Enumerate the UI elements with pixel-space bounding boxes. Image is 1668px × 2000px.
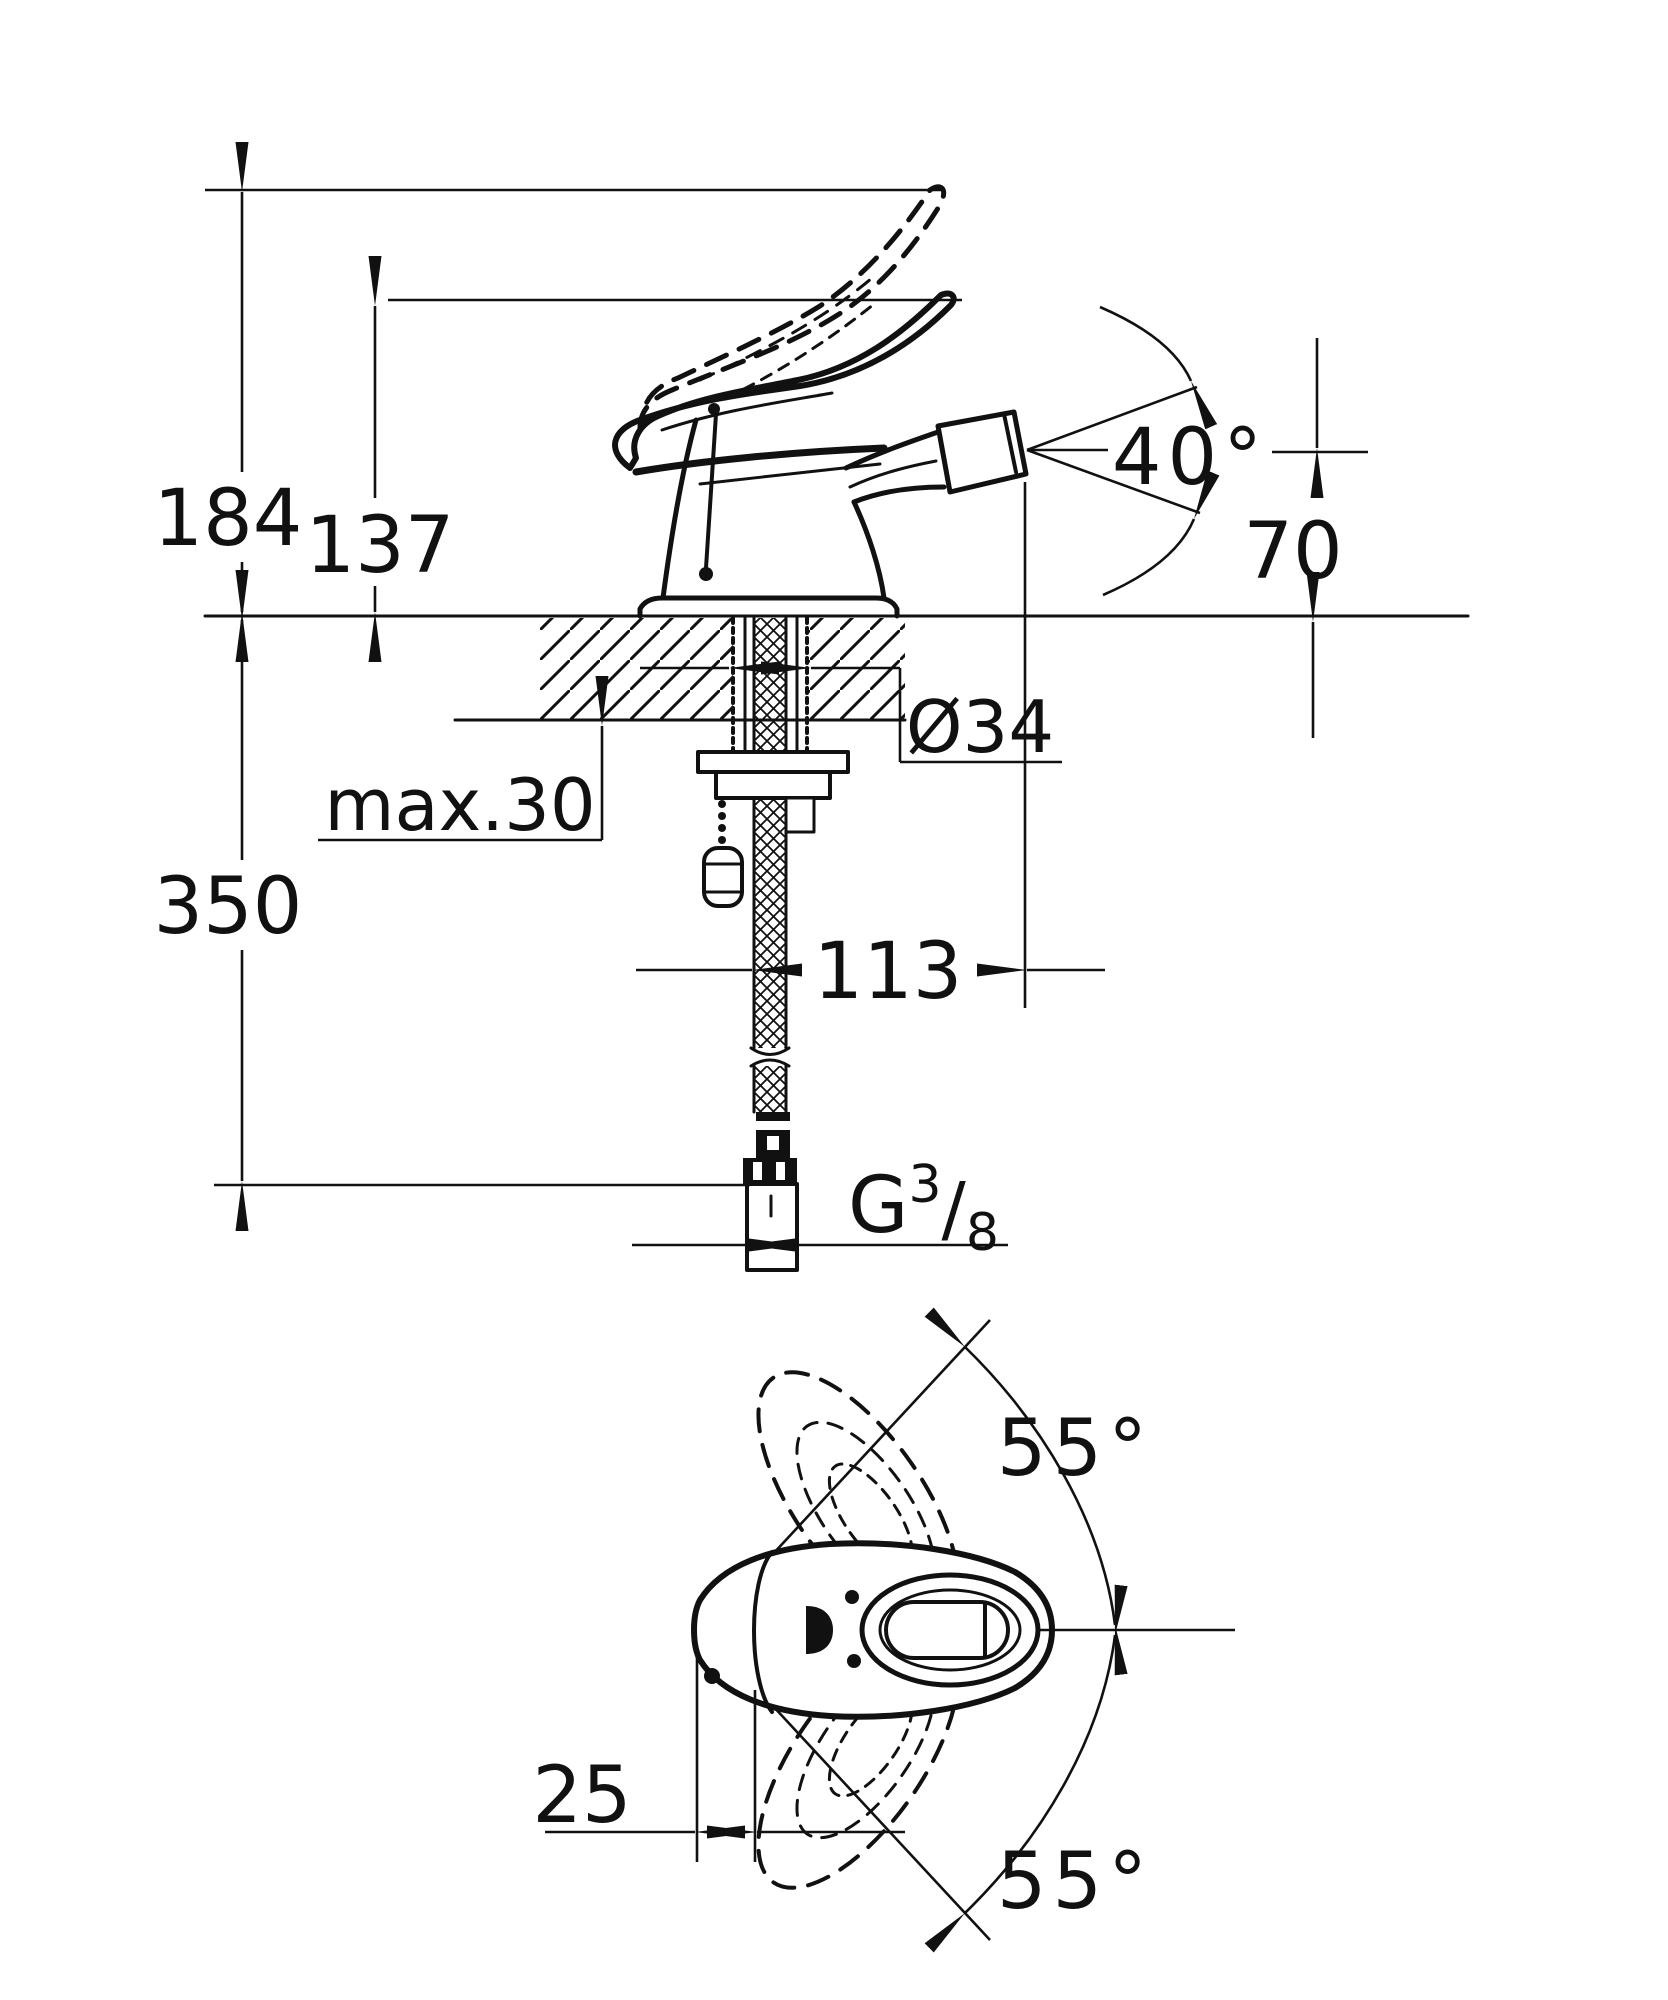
mounting-washer — [696, 750, 850, 774]
g38-8: 8 — [966, 1203, 999, 1263]
handle-raised-dashed — [637, 184, 947, 431]
spout-inner-line — [848, 459, 938, 489]
dim-184: 184 — [154, 142, 303, 662]
hose-break-bottom — [749, 1058, 791, 1068]
label-g38: G3/8 — [848, 1155, 999, 1263]
aerator-block — [935, 409, 1029, 495]
handle-lever-solid — [612, 290, 957, 471]
dim-55-top: 55° — [771, 1307, 1153, 1676]
label-25: 25 — [532, 1751, 631, 1841]
label-55-top: 55° — [997, 1404, 1153, 1494]
label-350: 350 — [154, 862, 303, 952]
side-view: 184 137 350 — [154, 142, 1470, 1272]
pop-up-chain — [702, 800, 744, 908]
body-top-line — [698, 462, 882, 486]
shank-stub — [784, 796, 816, 834]
pop-up-rod-end — [699, 567, 713, 581]
handle-inner-line — [660, 391, 834, 432]
label-40deg: 40° — [1112, 413, 1268, 503]
hose-braid-lower — [754, 1066, 786, 1112]
spout-underside — [851, 484, 947, 505]
handle-raised-outline — [637, 184, 947, 431]
hose-braid-upper — [754, 618, 786, 1048]
thread-pipe — [745, 1182, 799, 1272]
fitting-nut — [743, 1158, 797, 1184]
aerator-face-line — [1002, 412, 1018, 474]
pop-up-rod-knob — [708, 403, 720, 415]
dim-113: 113 — [636, 482, 1105, 1017]
spout-top — [843, 429, 941, 471]
dim-350: 350 — [154, 570, 750, 1231]
label-55-bottom: 55° — [997, 1837, 1153, 1927]
g38-slash: / — [942, 1167, 967, 1251]
dim-max30: max.30 — [318, 676, 609, 847]
dim-25: 25 — [532, 1652, 905, 1862]
pop-up-rod — [704, 412, 718, 570]
plan-dot-top — [845, 1590, 859, 1604]
body-left-edge — [660, 417, 699, 601]
plan-body-outline — [691, 1540, 1055, 1720]
dim-dia34: Ø34 — [640, 661, 1062, 769]
plan-d-mark — [806, 1606, 833, 1654]
body-right-edge — [851, 499, 887, 601]
dim-70: 70 — [1243, 338, 1368, 738]
handle-raised-inner-2 — [724, 302, 876, 400]
label-137: 137 — [306, 501, 455, 591]
g38-fitting — [743, 1112, 799, 1272]
top-view-body — [691, 1540, 1055, 1720]
label-dia34: Ø34 — [906, 685, 1054, 769]
label-max30: max.30 — [324, 763, 595, 847]
mounting-nut — [714, 770, 832, 800]
top-view: 55° 55° 25 — [532, 1307, 1235, 1953]
label-70: 70 — [1243, 507, 1342, 597]
handle-seam — [632, 444, 888, 476]
g38-g: G — [848, 1161, 908, 1251]
countertop-section — [453, 618, 907, 722]
faucet-body — [612, 290, 1029, 619]
label-113: 113 — [814, 927, 963, 1017]
dim-55-bottom: 55° — [771, 1584, 1153, 1953]
chain-knob — [702, 846, 744, 908]
faucet-base — [637, 595, 900, 619]
plan-cap-seam — [752, 1550, 774, 1714]
plan-left-dot — [704, 1668, 720, 1684]
plan-dot-bottom — [847, 1654, 861, 1668]
dim-g38: G3/8 — [632, 1155, 1008, 1263]
label-184: 184 — [154, 474, 303, 564]
dim-40deg: 40° — [1026, 305, 1268, 597]
dim-137: 137 — [306, 256, 455, 662]
g38-3: 3 — [908, 1155, 941, 1215]
hose-break-top — [749, 1046, 791, 1056]
